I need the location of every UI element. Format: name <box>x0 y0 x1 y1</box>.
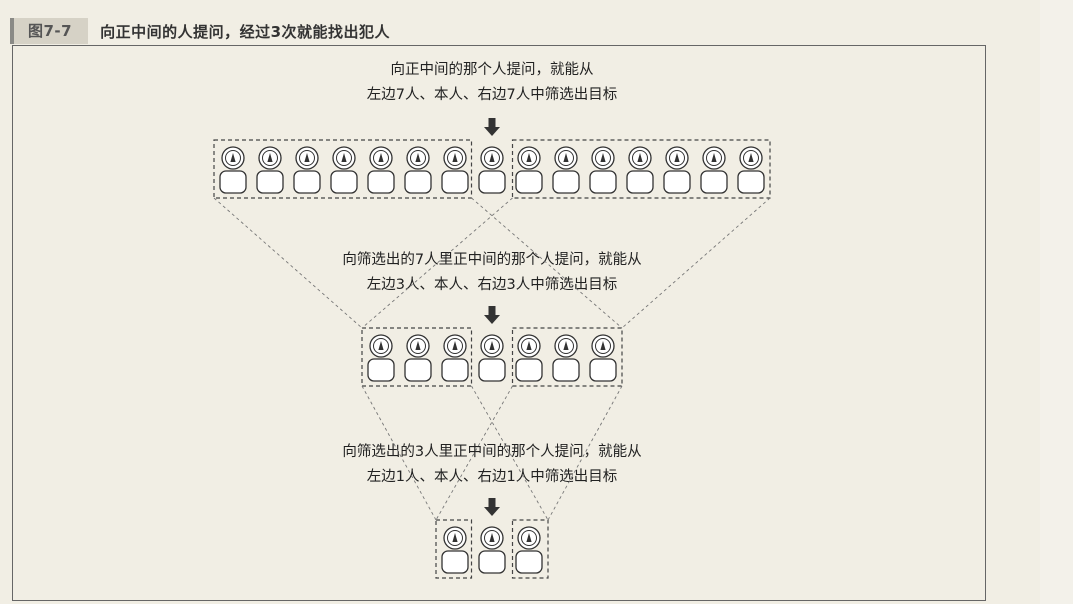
person-icon <box>441 334 469 382</box>
funnel-line <box>547 385 623 521</box>
center-person-icon <box>478 334 506 382</box>
page-margin <box>1040 0 1073 604</box>
person-icon <box>552 334 580 382</box>
person-icon <box>256 146 284 194</box>
right-group-box <box>511 519 549 579</box>
right-group-box <box>511 139 771 199</box>
figure-caption: 向正中间的人提问，经过3次就能找出犯人 <box>100 22 391 41</box>
person-icon <box>515 526 543 574</box>
figure-label: 图7-7 <box>14 18 89 44</box>
down-arrow-icon <box>484 118 500 136</box>
person-icon <box>589 146 617 194</box>
stage-1-text-line-2: 左边7人、本人、右边7人中筛选出目标 <box>367 86 617 103</box>
left-group-box <box>213 139 473 199</box>
stage-2-text-line-1: 向筛选出的7人里正中间的那个人提问，就能从 <box>342 251 641 268</box>
stage-3-text-line-2: 左边1人、本人、右边1人中筛选出目标 <box>367 468 617 485</box>
center-person-icon <box>478 146 506 194</box>
person-icon <box>219 146 247 194</box>
person-icon <box>515 146 543 194</box>
down-arrow-icon <box>484 498 500 516</box>
person-icon <box>441 146 469 194</box>
person-icon <box>552 146 580 194</box>
stage-2-text-line-2: 左边3人、本人、右边3人中筛选出目标 <box>367 276 617 293</box>
person-icon <box>737 146 765 194</box>
person-icon <box>626 146 654 194</box>
person-icon <box>515 334 543 382</box>
stage-3-text-line-1: 向筛选出的3人里正中间的那个人提问，就能从 <box>342 443 641 460</box>
person-icon <box>367 334 395 382</box>
center-person-icon <box>478 526 506 574</box>
stage-1-text-line-1: 向正中间的那个人提问，就能从 <box>391 61 594 78</box>
left-group-box <box>435 519 473 579</box>
funnel-line <box>621 197 771 329</box>
funnel-line <box>213 197 363 329</box>
down-arrow-icon <box>484 306 500 324</box>
header-accent-bar <box>10 18 14 44</box>
person-icon <box>700 146 728 194</box>
figure-frame <box>12 45 986 601</box>
person-icon <box>589 334 617 382</box>
person-icon <box>441 526 469 574</box>
person-icon <box>293 146 321 194</box>
person-icon <box>663 146 691 194</box>
funnel-line <box>471 385 549 521</box>
person-icon <box>330 146 358 194</box>
funnel-line <box>435 385 513 521</box>
person-icon <box>367 146 395 194</box>
figure-header: 图7-7 向正中间的人提问，经过3次就能找出犯人 <box>10 17 390 45</box>
person-icon <box>404 146 432 194</box>
funnel-line <box>361 385 437 521</box>
person-icon <box>404 334 432 382</box>
